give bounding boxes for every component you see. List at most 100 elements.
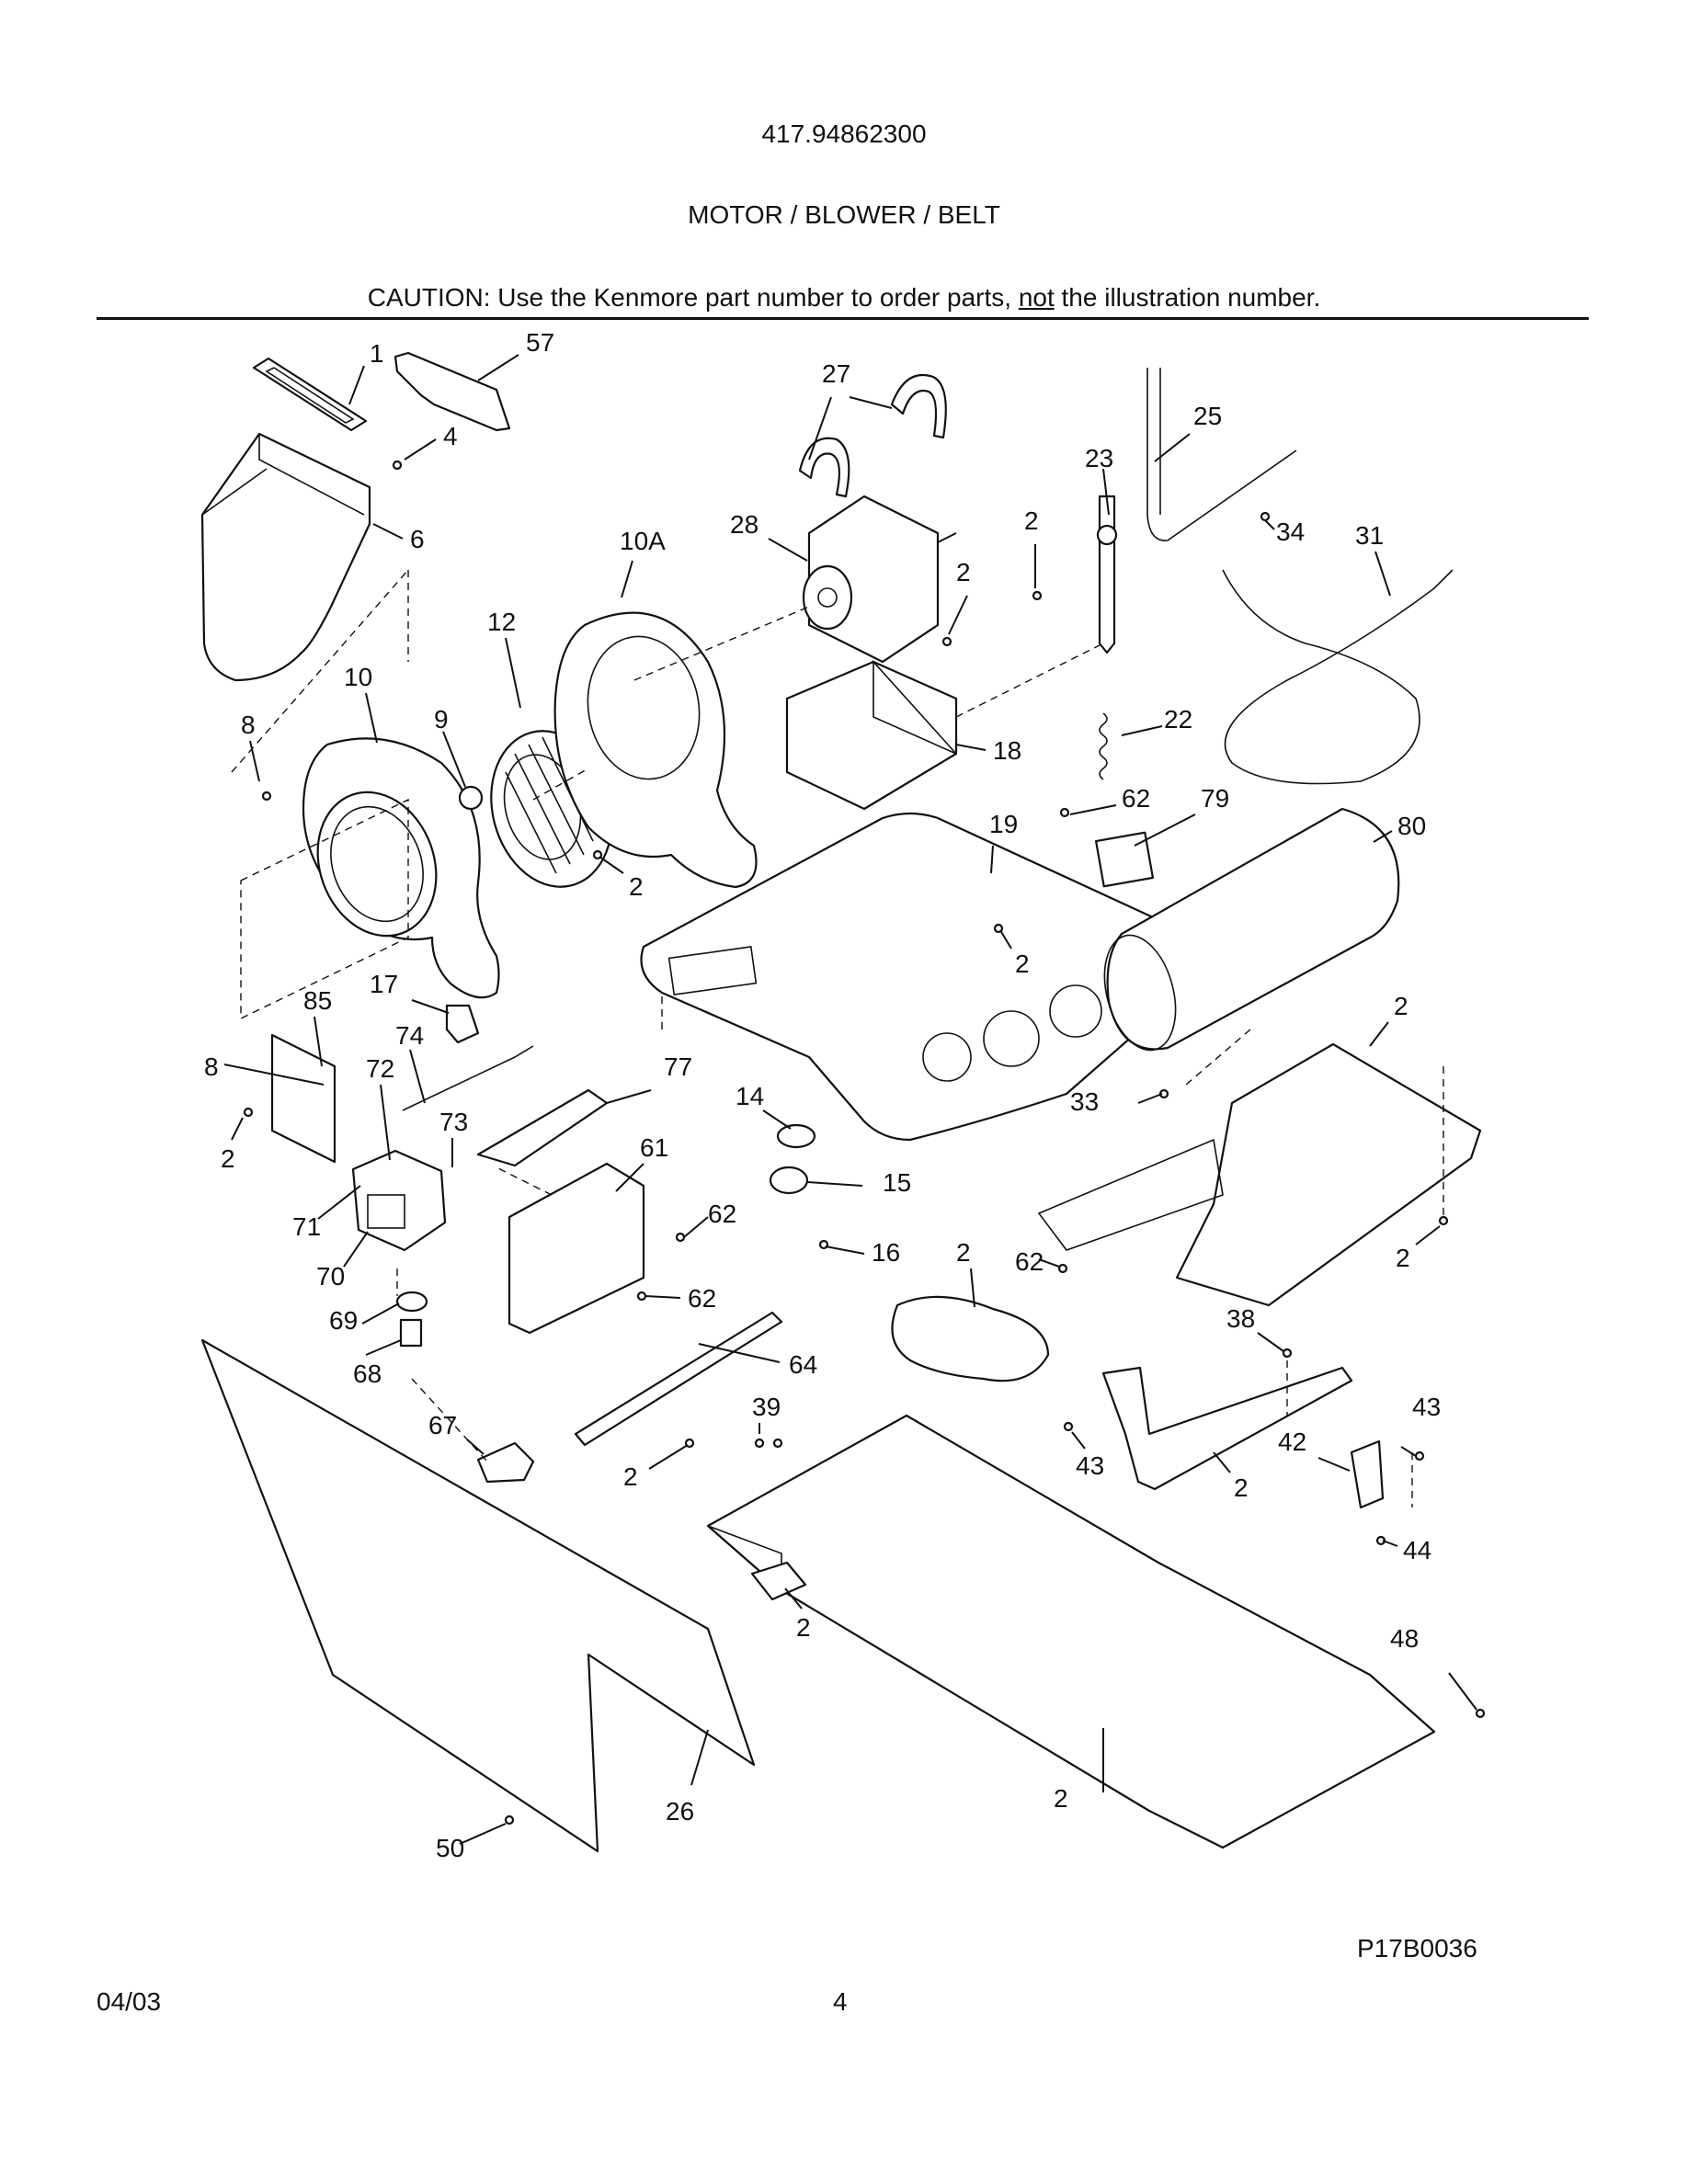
callout-label: 10 bbox=[344, 663, 372, 691]
callout-label: 2 bbox=[1054, 1784, 1068, 1813]
callout-label: 71 bbox=[292, 1212, 321, 1241]
part-77-drawing bbox=[476, 1088, 609, 1167]
callout-label: 18 bbox=[993, 736, 1021, 765]
part-17-drawing bbox=[445, 1004, 480, 1044]
callout-label: 17 bbox=[370, 970, 398, 998]
callout-label: 2 bbox=[956, 558, 971, 586]
part-28-drawing bbox=[802, 495, 957, 664]
callout-label: 38 bbox=[1226, 1304, 1255, 1333]
callout-label: 10A bbox=[620, 527, 666, 555]
part-85-drawing bbox=[270, 1033, 336, 1164]
part-18-drawing bbox=[785, 659, 958, 811]
callout-label: 1 bbox=[370, 339, 384, 368]
callout-label: 85 bbox=[303, 986, 332, 1015]
part-38-drawing bbox=[891, 1295, 1050, 1382]
callout-label: 64 bbox=[789, 1350, 817, 1379]
callout-label: 12 bbox=[487, 608, 516, 636]
part-27b-drawing bbox=[890, 373, 947, 439]
page-number: 4 bbox=[833, 1987, 848, 2016]
callout-label: 4 bbox=[443, 422, 458, 450]
part-10a-drawing bbox=[553, 611, 758, 889]
part-10-drawing bbox=[302, 737, 500, 999]
part-22-drawing bbox=[1099, 712, 1108, 780]
callout-label: 27 bbox=[822, 359, 850, 388]
part-19-drawing bbox=[640, 812, 1179, 1142]
part-61-drawing bbox=[508, 1162, 645, 1335]
callout-label: 68 bbox=[353, 1359, 382, 1388]
caution-text-end: the illustration number. bbox=[1054, 283, 1321, 312]
callout-label: 67 bbox=[428, 1411, 457, 1439]
header-rule bbox=[97, 317, 1589, 320]
callout-numbers: 1 57 4 6 10A 12 9 10 8 2 27 28 2 2 18 19… bbox=[204, 328, 1441, 1862]
part-70-drawing bbox=[351, 1149, 447, 1252]
part-31-drawing bbox=[1222, 569, 1454, 785]
callout-label: 79 bbox=[1201, 784, 1229, 813]
callout-label: 62 bbox=[1015, 1247, 1044, 1276]
part-15-drawing bbox=[769, 1166, 809, 1195]
callout-label: 2 bbox=[1024, 506, 1039, 535]
part-9-drawing bbox=[458, 785, 484, 811]
part-14-drawing bbox=[776, 1123, 816, 1149]
part-drawings bbox=[200, 351, 1486, 1853]
callout-label: 26 bbox=[666, 1797, 694, 1826]
callout-label: 43 bbox=[1412, 1393, 1441, 1421]
callout-label: 80 bbox=[1397, 812, 1426, 840]
callout-label: 16 bbox=[872, 1238, 900, 1267]
model-number: 417.94862300 bbox=[761, 119, 927, 148]
callout-label: 50 bbox=[436, 1834, 464, 1862]
callout-label: 6 bbox=[410, 525, 425, 553]
callout-label: 48 bbox=[1390, 1624, 1419, 1653]
part-79-drawing bbox=[1094, 831, 1155, 888]
callout-label: 69 bbox=[329, 1306, 358, 1335]
caution-emphasis: not bbox=[1018, 283, 1055, 312]
part-69-drawing bbox=[395, 1291, 428, 1313]
callout-label: 8 bbox=[241, 711, 256, 739]
callout-label: 39 bbox=[752, 1393, 781, 1421]
part-48-drawing bbox=[706, 1414, 1436, 1849]
part-57-drawing bbox=[393, 351, 511, 432]
callout-label: 72 bbox=[366, 1054, 394, 1083]
callout-label: 23 bbox=[1085, 444, 1113, 472]
callout-label: 2 bbox=[221, 1144, 235, 1173]
leader-lines bbox=[223, 354, 1477, 1845]
section-title: MOTOR / BLOWER / BELT bbox=[688, 200, 1000, 229]
part-64-drawing bbox=[574, 1311, 783, 1447]
callout-label: 33 bbox=[1070, 1087, 1099, 1116]
part-68-drawing bbox=[399, 1318, 423, 1348]
callout-label: 61 bbox=[640, 1133, 668, 1162]
callout-label: 57 bbox=[526, 328, 554, 357]
callout-label: 34 bbox=[1276, 518, 1305, 546]
callout-label: 9 bbox=[434, 705, 449, 734]
callout-label: 2 bbox=[956, 1238, 971, 1267]
part-6-drawing bbox=[200, 432, 371, 682]
callout-label: 25 bbox=[1193, 402, 1222, 430]
callout-label: 19 bbox=[989, 810, 1018, 838]
callout-label: 2 bbox=[1015, 950, 1030, 978]
callout-label: 14 bbox=[736, 1082, 764, 1110]
part-26-drawing bbox=[750, 1561, 807, 1601]
caution-note: CAUTION: Use the Kenmore part number to … bbox=[0, 283, 1688, 313]
caution-text-start: CAUTION: Use the Kenmore part number to … bbox=[367, 283, 1019, 312]
callout-label: 31 bbox=[1355, 521, 1384, 550]
callout-label: 8 bbox=[204, 1052, 219, 1081]
part-23-drawing bbox=[1096, 495, 1118, 654]
part-42-drawing bbox=[1101, 1366, 1353, 1491]
callout-label: 2 bbox=[623, 1462, 638, 1491]
callout-label: 2 bbox=[1396, 1244, 1410, 1272]
part-44-drawing bbox=[1350, 1439, 1385, 1509]
callout-label: 43 bbox=[1076, 1451, 1104, 1480]
callout-label: 28 bbox=[730, 510, 758, 539]
callout-label: 2 bbox=[1394, 992, 1409, 1020]
callout-label: 62 bbox=[688, 1284, 716, 1313]
footer-date: 04/03 bbox=[97, 1987, 162, 2016]
part-27a-drawing bbox=[798, 437, 850, 498]
callout-label: 2 bbox=[796, 1613, 811, 1642]
part-25-drawing bbox=[1146, 368, 1297, 541]
callout-label: 44 bbox=[1403, 1536, 1431, 1564]
part-33-drawing bbox=[1037, 1042, 1482, 1307]
callout-label: 42 bbox=[1278, 1428, 1306, 1456]
part-1-drawing bbox=[252, 357, 368, 432]
callout-label: 77 bbox=[664, 1052, 692, 1081]
callout-label: 22 bbox=[1164, 705, 1192, 734]
